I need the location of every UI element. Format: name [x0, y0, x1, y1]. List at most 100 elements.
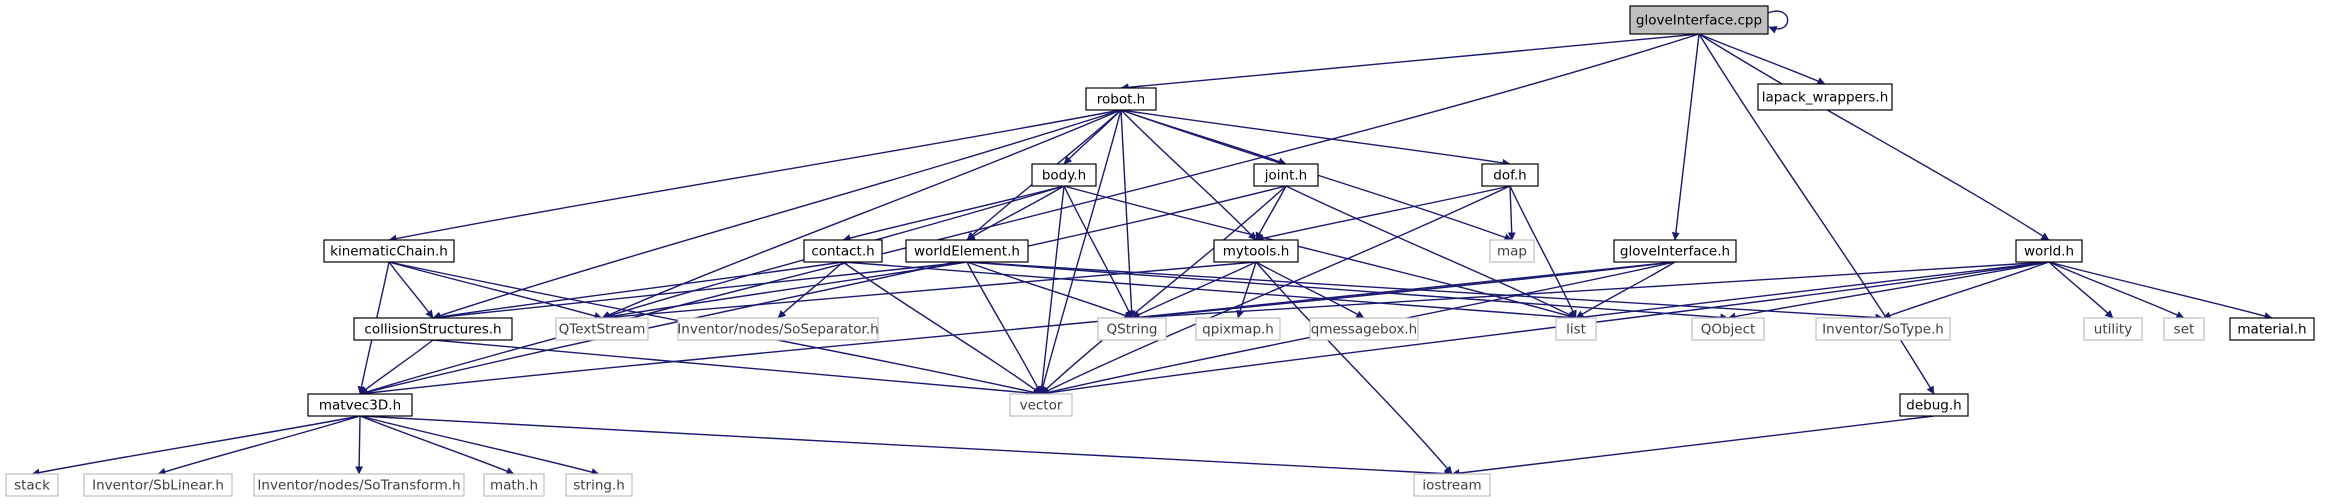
edge-matvec3D_h-to-SbLinear_h	[157, 415, 361, 476]
node-box	[1481, 163, 1539, 187]
edge-world_h-to-vector	[1040, 261, 2050, 397]
edge-body_h-to-contact_h	[842, 185, 1065, 242]
edge-contact_h-to-SoSeparator_h	[777, 261, 844, 319]
node-label: robot.h	[1097, 92, 1145, 108]
edge-body_h-to-list	[1063, 185, 1577, 320]
node-label: mytools.h	[1223, 244, 1290, 260]
node-gloveInterface_cpp[interactable]: gloveInterface.cpp	[1629, 5, 1769, 35]
edge-contact_h-to-collisionStructures_h	[432, 261, 844, 321]
node-label: iostream	[1422, 478, 1481, 494]
node-map: map	[1489, 239, 1535, 263]
edge-robot_h-to-QTextStream	[601, 109, 1122, 319]
edge-body_h-to-vector	[1037, 185, 1065, 395]
edge-world_h-to-list	[1575, 261, 2050, 321]
node-debug_h[interactable]: debug.h	[1899, 393, 1969, 417]
node-vector: vector	[1009, 393, 1073, 417]
node-mytools_h[interactable]: mytools.h	[1213, 239, 1299, 263]
node-label: QTextStream	[559, 322, 646, 338]
node-label: QString	[1107, 322, 1158, 338]
node-label: QObject	[1701, 322, 1756, 338]
node-matvec3D_h[interactable]: matvec3D.h	[307, 393, 413, 417]
edge-world_h-to-utility	[2048, 261, 2114, 319]
node-joint_h[interactable]: joint.h	[1253, 163, 1319, 187]
edge-body_h-to-worldElement_h	[966, 185, 1065, 241]
node-collisionStructures_h[interactable]: collisionStructures.h	[353, 317, 513, 341]
edge-matvec3D_h-to-math_h	[359, 415, 515, 475]
edge-world_h-to-material_h	[2048, 261, 2273, 320]
node-label: math.h	[490, 478, 538, 494]
edge-worldElement_h-to-collisionStructures_h	[432, 261, 968, 322]
edge-worldElement_h-to-QTextStream	[601, 261, 968, 321]
node-robot_h[interactable]: robot.h	[1085, 87, 1157, 111]
node-box	[1253, 163, 1319, 187]
node-QString: QString	[1097, 317, 1167, 341]
edge-gloveInterface_cpp-to-robot_h	[1120, 33, 1700, 92]
node-box	[1009, 393, 1073, 417]
node-lapack_wrappers_h[interactable]: lapack_wrappers.h	[1757, 83, 1893, 111]
node-box	[1413, 473, 1491, 497]
edge-world_h-to-QObject	[1727, 261, 2050, 321]
node-body_h[interactable]: body.h	[1031, 163, 1097, 187]
edge-gloveInterface_cpp-to-gloveInterface_cpp	[1767, 10, 1789, 34]
node-label: gloveInterface.h	[1620, 244, 1730, 260]
node-box	[83, 473, 233, 497]
node-box	[1815, 317, 1951, 341]
edge-debug_h-to-iostream	[1451, 415, 1935, 477]
node-QTextStream: QTextStream	[555, 317, 649, 341]
edge-dof_h-to-map	[1507, 185, 1516, 241]
node-box	[2015, 239, 2083, 263]
node-worldElement_h[interactable]: worldElement.h	[905, 239, 1029, 263]
node-label: string.h	[573, 478, 625, 494]
node-label: material.h	[2237, 322, 2306, 338]
node-box	[1691, 317, 1765, 341]
edge-world_h-to-set	[2048, 261, 2185, 319]
node-label: Inventor/nodes/SoSeparator.h	[677, 322, 878, 338]
node-label: stack	[14, 478, 50, 494]
node-box	[1097, 317, 1167, 341]
node-material_h[interactable]: material.h	[2229, 317, 2315, 341]
node-contact_h[interactable]: contact.h	[803, 239, 883, 263]
node-kinematicChain_h[interactable]: kinematicChain.h	[323, 239, 455, 263]
edge-joint_h-to-matvec3D_h	[359, 185, 1287, 397]
edge-gloveInterface_cpp-to-lapack_wrappers_h	[1698, 33, 1826, 85]
node-box	[677, 317, 879, 341]
node-dof_h[interactable]: dof.h	[1481, 163, 1539, 187]
node-SoTransform_h: Inventor/nodes/SoTransform.h	[253, 473, 465, 497]
node-label: map	[1497, 244, 1527, 260]
node-list: list	[1555, 317, 1597, 341]
node-label: worldElement.h	[914, 244, 1020, 260]
node-label: kinematicChain.h	[330, 244, 448, 260]
node-box	[1195, 317, 1281, 341]
edge-robot_h-to-collisionStructures_h	[432, 109, 1122, 320]
node-label: collisionStructures.h	[364, 322, 501, 338]
node-gloveInterface_h[interactable]: gloveInterface.h	[1613, 239, 1737, 263]
node-qmessagebox_h: qmessagebox.h	[1309, 317, 1419, 341]
edge-mytools_h-to-QString	[1131, 261, 1257, 319]
node-label: list	[1566, 322, 1586, 338]
node-label: dof.h	[1493, 168, 1526, 184]
edge-gloveInterface_cpp-to-matvec3D_h	[359, 33, 1700, 396]
node-world_h[interactable]: world.h	[2015, 239, 2083, 263]
node-box	[1031, 163, 1097, 187]
edge-matvec3D_h-to-string_h	[359, 415, 600, 476]
edge-robot_h-to-QString	[1120, 109, 1136, 319]
node-qpixmap_h: qpixmap.h	[1195, 317, 1281, 341]
node-label: Inventor/SbLinear.h	[92, 478, 224, 494]
edge-gloveInterface_cpp-to-world_h	[1698, 33, 2050, 241]
node-label: world.h	[2024, 244, 2074, 260]
edge-robot_h-to-map	[1120, 109, 1513, 242]
node-label: qmessagebox.h	[1311, 322, 1418, 338]
node-box	[1613, 239, 1737, 263]
edge-world_h-to-QString	[1131, 261, 2050, 322]
node-label: lapack_wrappers.h	[1762, 90, 1889, 106]
node-label: Inventor/nodes/SoTransform.h	[257, 478, 460, 494]
edge-dof_h-to-list	[1509, 185, 1577, 319]
node-iostream: iostream	[1413, 473, 1491, 497]
node-box	[565, 473, 633, 497]
node-SbLinear_h: Inventor/SbLinear.h	[83, 473, 233, 497]
node-label: gloveInterface.cpp	[1636, 13, 1762, 29]
node-box	[905, 239, 1029, 263]
node-box	[323, 239, 455, 263]
edge-dof_h-to-mytools_h	[1255, 185, 1511, 243]
